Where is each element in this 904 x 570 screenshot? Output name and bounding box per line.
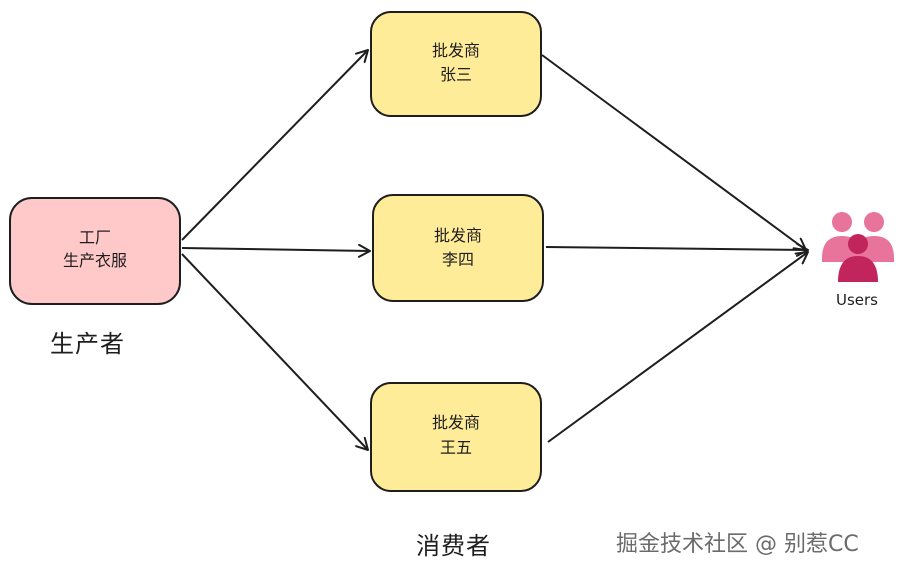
arrow-factory-to-wholesaler-zhangsan <box>181 49 369 241</box>
wholesaler-node-box <box>370 382 542 492</box>
arrow-factory-to-wholesaler-lisi <box>181 243 371 258</box>
factory-line1: 工厂 <box>79 228 111 247</box>
factory-line2: 生产衣服 <box>63 251 127 270</box>
producer-caption: 生产者 <box>50 330 125 358</box>
wholesaler-node-zhangsan: 批发商 张三 <box>370 11 542 117</box>
factory-node-box <box>9 197 181 305</box>
wholesaler-node-box <box>370 11 542 117</box>
wholesaler-line1: 批发商 <box>432 413 480 432</box>
wholesaler-node-wangwu: 批发商 王五 <box>370 382 542 492</box>
wholesaler-line1: 批发商 <box>434 226 482 245</box>
wholesaler-node-box <box>372 194 544 302</box>
wholesaler-node-lisi: 批发商 李四 <box>372 194 544 302</box>
wholesaler-line1: 批发商 <box>432 41 480 60</box>
wholesaler-line2: 王五 <box>440 438 472 457</box>
arrow-wholesaler-wangwu-to-users <box>547 251 809 443</box>
arrow-factory-to-wholesaler-wangwu <box>181 253 369 451</box>
users-label: Users <box>836 291 878 309</box>
users-icon <box>822 212 894 282</box>
wholesaler-line2: 李四 <box>442 250 474 269</box>
arrow-wholesaler-zhangsan-to-users <box>541 54 807 251</box>
consumer-caption: 消费者 <box>416 532 491 560</box>
factory-node: 工厂 生产衣服 <box>9 197 181 305</box>
wholesaler-line2: 张三 <box>440 65 472 84</box>
watermark: 掘金技术社区 @ 别惹CC <box>616 532 859 557</box>
arrow-wholesaler-lisi-to-users <box>545 242 809 257</box>
